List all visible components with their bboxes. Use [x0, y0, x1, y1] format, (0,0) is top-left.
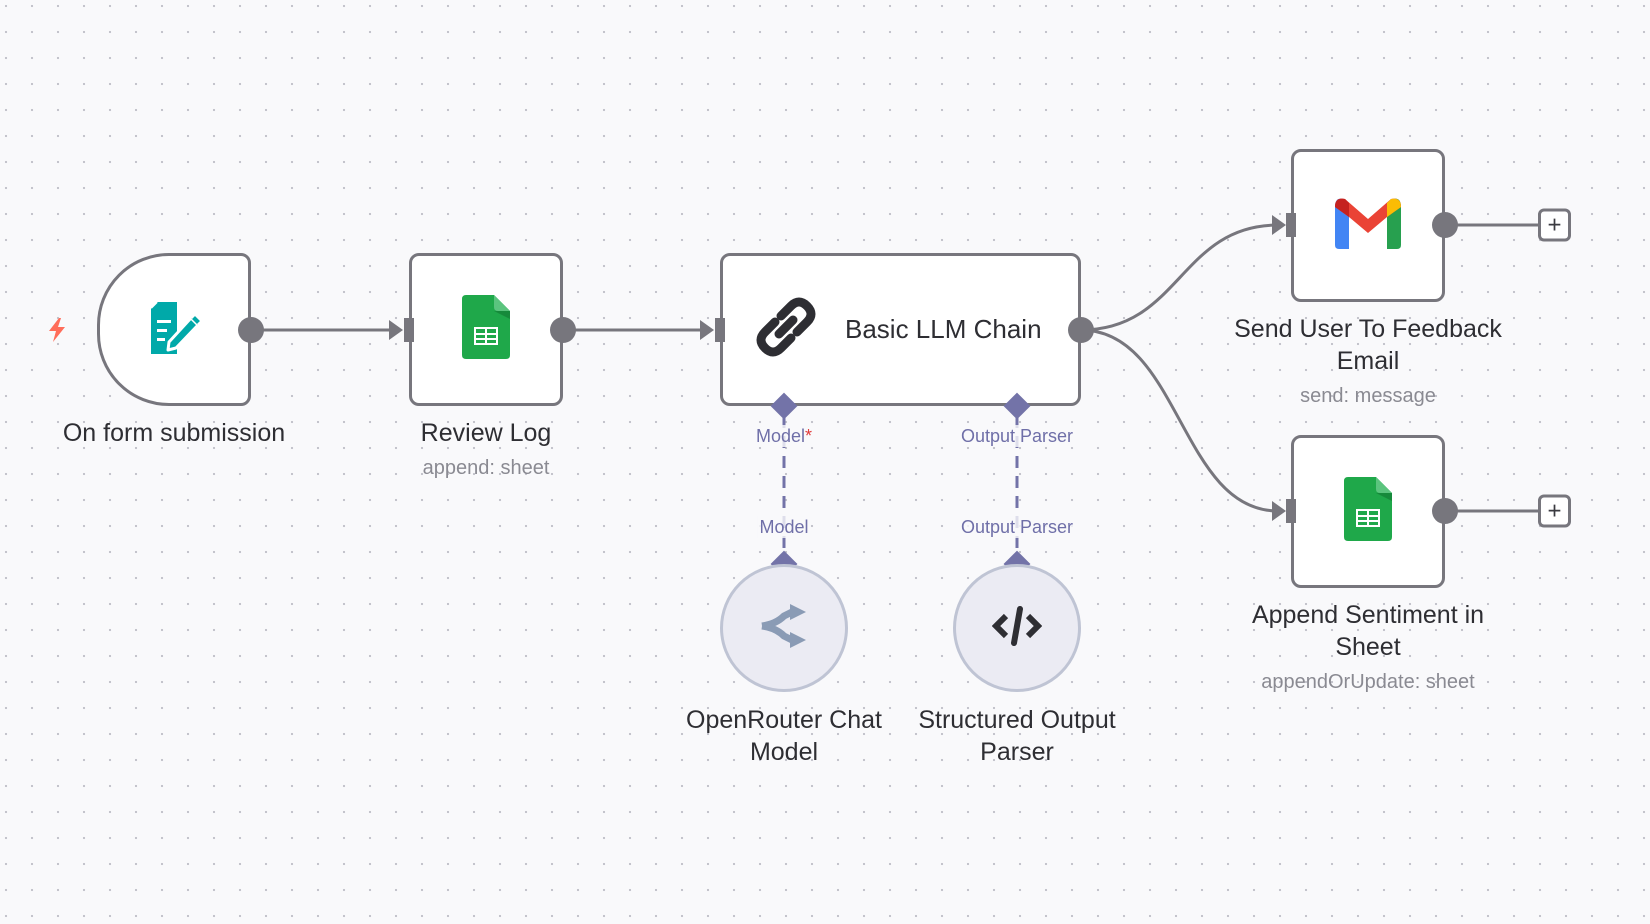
edge-arrow: [1272, 215, 1286, 235]
output-handle[interactable]: [238, 317, 264, 343]
output-parser-port-label: Output Parser: [958, 425, 1076, 447]
node-subtitle: send: message: [1300, 385, 1436, 407]
edge-arrow: [700, 320, 714, 340]
node-openrouter-chat-model[interactable]: [720, 564, 848, 692]
node-form-trigger[interactable]: [97, 253, 251, 406]
add-node-button[interactable]: +: [1538, 494, 1571, 528]
node-label: OpenRouter Chat Model: [686, 706, 882, 766]
output-handle[interactable]: [1068, 317, 1094, 343]
node-append-sentiment-sheet[interactable]: [1291, 435, 1445, 588]
node-label: Append Sentiment in Sheet: [1251, 601, 1485, 661]
output-handle[interactable]: [1432, 498, 1458, 524]
node-label: Review Log: [420, 419, 552, 447]
edge-arrow: [389, 320, 403, 340]
input-handle[interactable]: [1286, 213, 1296, 237]
input-handle[interactable]: [1286, 499, 1296, 523]
trigger-lightning-icon: [45, 316, 69, 349]
chain-link-icon: [751, 292, 821, 367]
node-structured-output-parser[interactable]: [953, 564, 1081, 692]
node-llm-chain[interactable]: Basic LLM Chain: [720, 253, 1081, 406]
node-subtitle: append: sheet: [422, 457, 550, 479]
edge-llm-to-gmail[interactable]: [1080, 223, 1279, 332]
node-title: Basic LLM Chain: [845, 314, 1042, 344]
input-handle[interactable]: [404, 318, 414, 342]
node-label: Send User To Feedback Email: [1234, 315, 1502, 375]
input-handle[interactable]: [715, 318, 725, 342]
node-review-log[interactable]: [409, 253, 563, 406]
model-port-label: Model*: [753, 425, 815, 447]
edge-llm-to-sheet[interactable]: [1080, 328, 1279, 513]
output-handle[interactable]: [550, 317, 576, 343]
code-brackets-icon: [991, 605, 1043, 651]
node-label: Structured Output Parser: [918, 706, 1116, 766]
node-gmail-send[interactable]: [1291, 149, 1445, 302]
node-label: On form submission: [62, 419, 286, 447]
form-edit-icon: [143, 296, 205, 363]
gmail-icon: [1335, 197, 1401, 254]
output-parser-sub-port-label: Output Parser: [958, 516, 1076, 538]
google-sheets-icon: [462, 295, 510, 364]
google-sheets-icon: [1344, 477, 1392, 546]
openrouter-port-label: Model: [757, 516, 811, 538]
required-marker: *: [805, 426, 813, 446]
add-node-button[interactable]: +: [1538, 208, 1571, 242]
openrouter-icon: [758, 603, 810, 653]
node-subtitle: appendOrUpdate: sheet: [1261, 671, 1475, 693]
edge-arrow: [1272, 501, 1286, 521]
output-handle[interactable]: [1432, 212, 1458, 238]
